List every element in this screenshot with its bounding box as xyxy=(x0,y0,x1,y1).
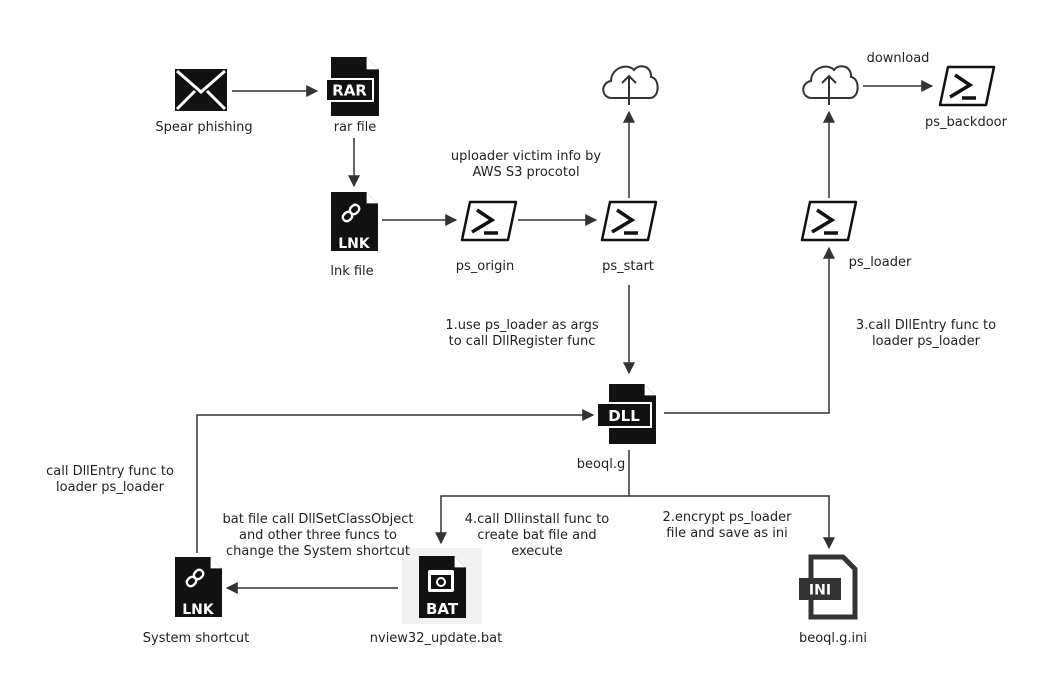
bat-label: nview32_update.bat xyxy=(369,631,503,646)
download-annotation: download xyxy=(866,51,930,66)
bat-file-icon: BAT xyxy=(402,548,482,624)
ps-start-label: ps_start xyxy=(602,259,654,274)
rar-file-icon: RAR xyxy=(325,57,379,116)
ps-start-powershell-icon xyxy=(600,200,658,242)
cloud-upload-icon xyxy=(602,65,659,105)
dllentry-annotation: call DllEntry func to loader ps_loader xyxy=(46,464,174,495)
ps-origin-label: ps_origin xyxy=(455,259,515,274)
system-shortcut-label: System shortcut xyxy=(142,631,250,646)
step1-annotation: 1.use ps_loader as args to call DllRegis… xyxy=(445,318,599,349)
step2-annotation: 2.encrypt ps_loader file and save as ini xyxy=(662,510,792,541)
step4-annotation: 4.call Dllinstall func to create bat fil… xyxy=(464,512,610,559)
step3-annotation: 3.call DllEntry func to loader ps_loader xyxy=(855,318,997,349)
ini-label: beoql.g.ini xyxy=(798,631,868,646)
system-lnk-icon-text: LNK xyxy=(182,602,215,618)
rar-file-label: rar file xyxy=(333,120,377,135)
dll-icon-text: DLL xyxy=(608,407,640,425)
lnk-file-icon: LNK xyxy=(331,192,378,252)
edge-shortcut-to-dll xyxy=(196,409,595,553)
lnk-icon-text: LNK xyxy=(338,236,371,252)
bat-icon-text: BAT xyxy=(426,600,459,618)
system-shortcut-lnk-icon: LNK xyxy=(175,557,222,618)
bat-call-annotation: bat file call DllSetClassObject and othe… xyxy=(222,512,414,559)
edge-dll-to-bat xyxy=(435,450,630,545)
ps-loader-powershell-icon xyxy=(800,200,858,242)
upload-annotation: uploader victim info by AWS S3 procotol xyxy=(450,149,602,180)
rar-icon-text: RAR xyxy=(332,82,367,100)
ps-loader-label: ps_loader xyxy=(848,255,912,270)
envelope-icon xyxy=(175,69,227,111)
spear-phishing-label: Spear phishing xyxy=(155,120,253,135)
ps-backdoor-label: ps_backdoor xyxy=(925,115,1007,130)
cloud-download-icon xyxy=(802,65,859,105)
lnk-file-label: lnk file xyxy=(330,264,374,279)
dll-file-icon: DLL xyxy=(596,384,656,444)
dll-label: beoql.g xyxy=(576,457,626,472)
edge-dll-to-ini xyxy=(629,495,835,550)
ps-origin-powershell-icon xyxy=(460,200,518,242)
ini-file-icon: INI xyxy=(799,554,858,620)
ini-icon-text: INI xyxy=(809,583,831,599)
ps-backdoor-powershell-icon xyxy=(938,65,996,107)
edge-dll-to-ps-loader xyxy=(664,246,835,414)
